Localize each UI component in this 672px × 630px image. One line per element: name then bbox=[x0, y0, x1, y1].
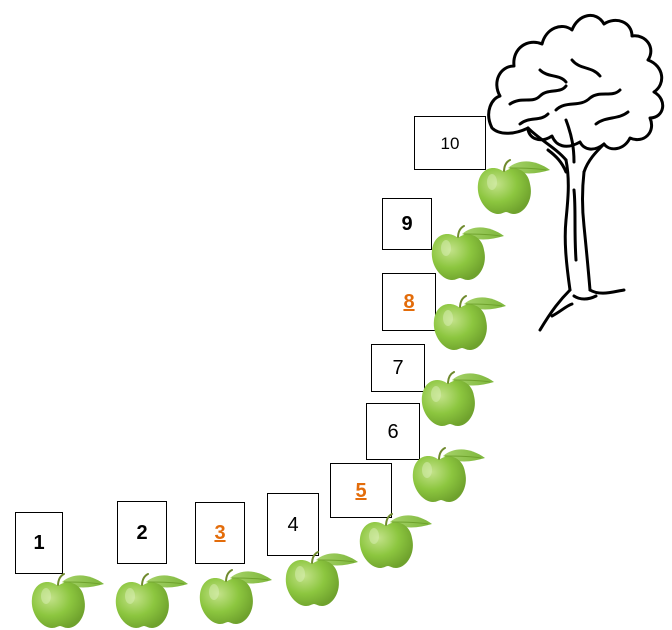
step-label: 3 bbox=[214, 523, 225, 543]
apple-icon bbox=[428, 222, 508, 282]
apple-icon bbox=[418, 368, 498, 428]
step-box-7: 7 bbox=[371, 344, 425, 392]
step-label: 6 bbox=[387, 422, 398, 442]
apple-icon bbox=[282, 548, 362, 608]
apple-icon bbox=[28, 570, 108, 630]
apple-icon bbox=[196, 566, 276, 626]
apple-icon bbox=[356, 510, 436, 570]
step-box-2: 2 bbox=[117, 501, 167, 564]
apple-icon bbox=[430, 292, 510, 352]
apple-icon bbox=[112, 570, 192, 630]
step-label: 5 bbox=[355, 481, 366, 501]
step-label: 8 bbox=[403, 292, 414, 312]
apple-icon bbox=[474, 156, 554, 216]
step-label: 9 bbox=[401, 214, 412, 234]
step-box-9: 9 bbox=[382, 198, 432, 250]
step-label: 7 bbox=[392, 358, 403, 378]
step-label: 10 bbox=[441, 135, 460, 152]
step-box-3: 3 bbox=[195, 502, 245, 564]
step-box-1: 1 bbox=[15, 512, 63, 574]
step-box-4: 4 bbox=[267, 493, 319, 556]
step-label: 1 bbox=[33, 533, 44, 553]
step-label: 2 bbox=[136, 523, 147, 543]
step-label: 4 bbox=[287, 515, 298, 535]
apple-icon bbox=[409, 444, 489, 504]
